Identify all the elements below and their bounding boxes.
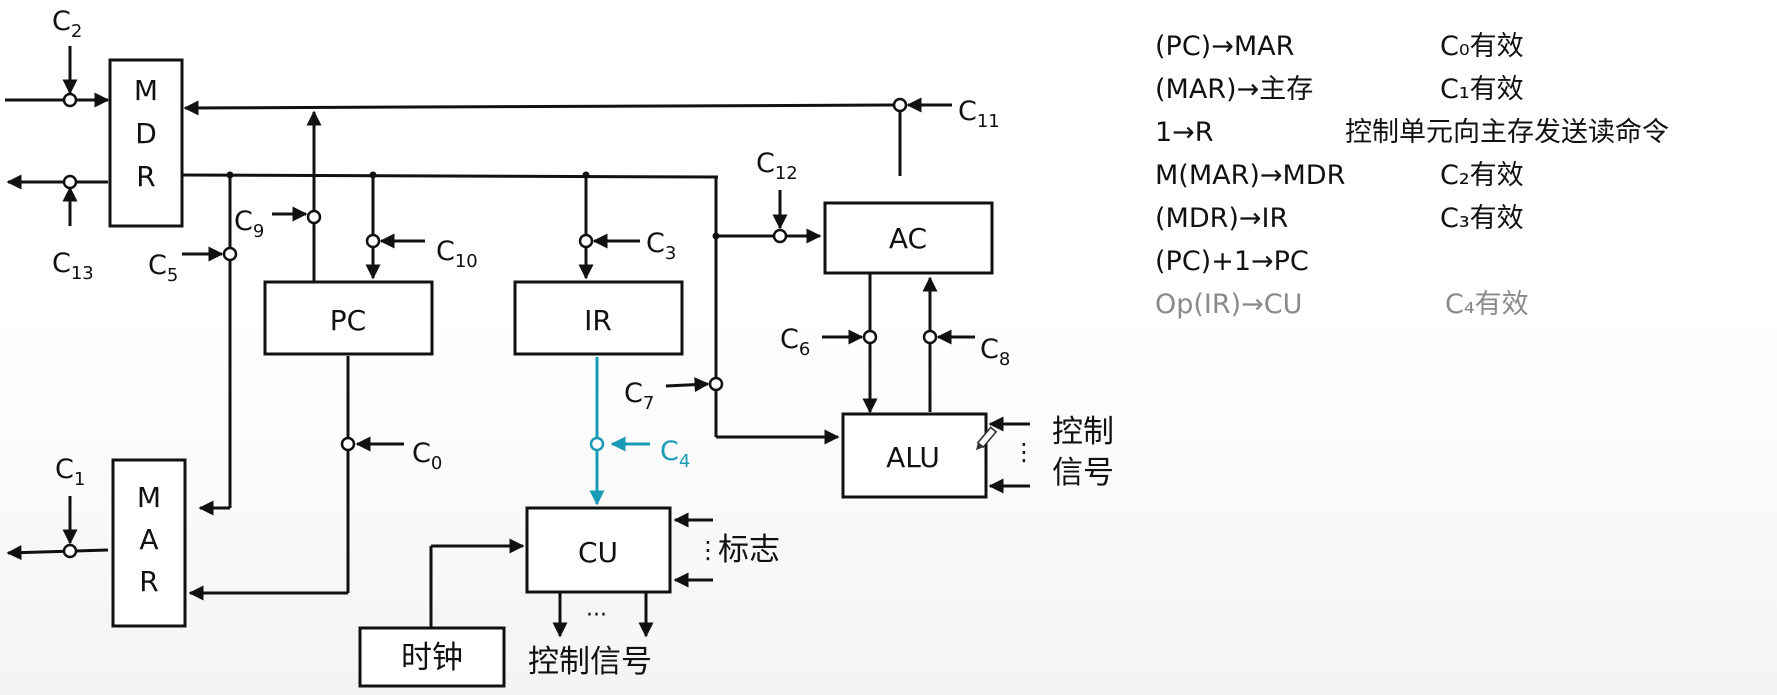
mdr-letter-m: M xyxy=(134,74,158,107)
step-1-op: (PC)→MAR xyxy=(1155,31,1294,62)
ir-register: IR xyxy=(513,280,684,356)
step-5-note: C₃有效 xyxy=(1440,203,1524,234)
cu-label: CU xyxy=(578,536,618,569)
control-arrows xyxy=(62,46,975,545)
step-3-op: 1→R xyxy=(1155,117,1214,148)
cu-output-ellipsis: ··· xyxy=(586,603,607,628)
ir-to-cu-path xyxy=(589,357,650,506)
c5-label: C5 xyxy=(148,250,178,286)
ac-label: AC xyxy=(889,222,927,255)
c2-label: C2 xyxy=(52,6,82,42)
pc-register: PC xyxy=(263,280,434,356)
mdr-register: M D R xyxy=(108,58,184,228)
step-6-op: (PC)+1→PC xyxy=(1155,246,1309,277)
c8-label: C8 xyxy=(980,334,1010,370)
c1-label: C1 xyxy=(55,454,85,490)
junction-dots xyxy=(226,171,720,240)
cu-unit: CU xyxy=(525,506,672,594)
control-gates xyxy=(62,92,938,559)
cu-control-signal-label: 控制信号 xyxy=(528,644,652,680)
step-2-note: C₁有效 xyxy=(1440,74,1524,105)
c6-label: C6 xyxy=(780,324,810,360)
step-3-note: 控制单元向主存发送读命令 xyxy=(1345,117,1669,148)
flags-label: 标志 xyxy=(718,532,780,568)
micro-op-steps: (PC)→MAR C₀有效 (MAR)→主存 C₁有效 1→R 控制单元向主存发… xyxy=(1155,31,1669,320)
alu-control-signal-line1: 控制 xyxy=(1052,414,1114,450)
c12-label: C12 xyxy=(756,148,798,184)
ir-label: IR xyxy=(584,304,612,337)
step-2-op: (MAR)→主存 xyxy=(1155,74,1313,105)
step-1-note: C₀有效 xyxy=(1440,31,1524,62)
clock-label: 时钟 xyxy=(401,640,463,676)
pencil-icon xyxy=(976,426,998,451)
step-5-op: (MDR)→IR xyxy=(1155,203,1288,234)
mar-letter-a: A xyxy=(139,523,158,556)
alu-unit: ALU xyxy=(841,412,988,499)
pc-label: PC xyxy=(330,304,366,337)
c10-label: C10 xyxy=(436,236,478,272)
alu-label: ALU xyxy=(886,441,940,474)
step-4-note: C₂有效 xyxy=(1440,160,1524,191)
clock-block: 时钟 xyxy=(358,626,506,688)
ac-register: AC xyxy=(823,201,994,275)
mar-register: M A R xyxy=(111,458,187,628)
c7-label: C7 xyxy=(624,378,654,414)
c0-label: C0 xyxy=(412,438,442,474)
alu-control-signal-line2: 信号 xyxy=(1052,455,1114,491)
c9-label: C9 xyxy=(234,206,264,242)
mdr-letter-r: R xyxy=(136,160,155,193)
step-4-op: M(MAR)→MDR xyxy=(1155,160,1345,191)
flags-ellipsis: ⋮ xyxy=(696,536,720,564)
mar-letter-r: R xyxy=(139,565,158,598)
c13-label: C13 xyxy=(52,248,94,284)
mar-letter-m: M xyxy=(137,481,161,514)
alu-ellipsis: ⋮ xyxy=(1012,438,1036,466)
control-labels: C2 C13 C1 C5 C9 C10 C3 C0 C4 C7 C6 C8 C1… xyxy=(52,6,1010,490)
c11-label: C11 xyxy=(958,96,1000,132)
step-7-op: Op(IR)→CU xyxy=(1155,289,1302,320)
c3-label: C3 xyxy=(646,228,676,264)
side-labels: 控制 信号 ⋮ 标志 ⋮ ··· 控制信号 xyxy=(528,414,1114,680)
step-7-note: C₄有效 xyxy=(1445,289,1529,320)
mdr-letter-d: D xyxy=(135,117,157,150)
c4-label: C4 xyxy=(660,436,690,472)
